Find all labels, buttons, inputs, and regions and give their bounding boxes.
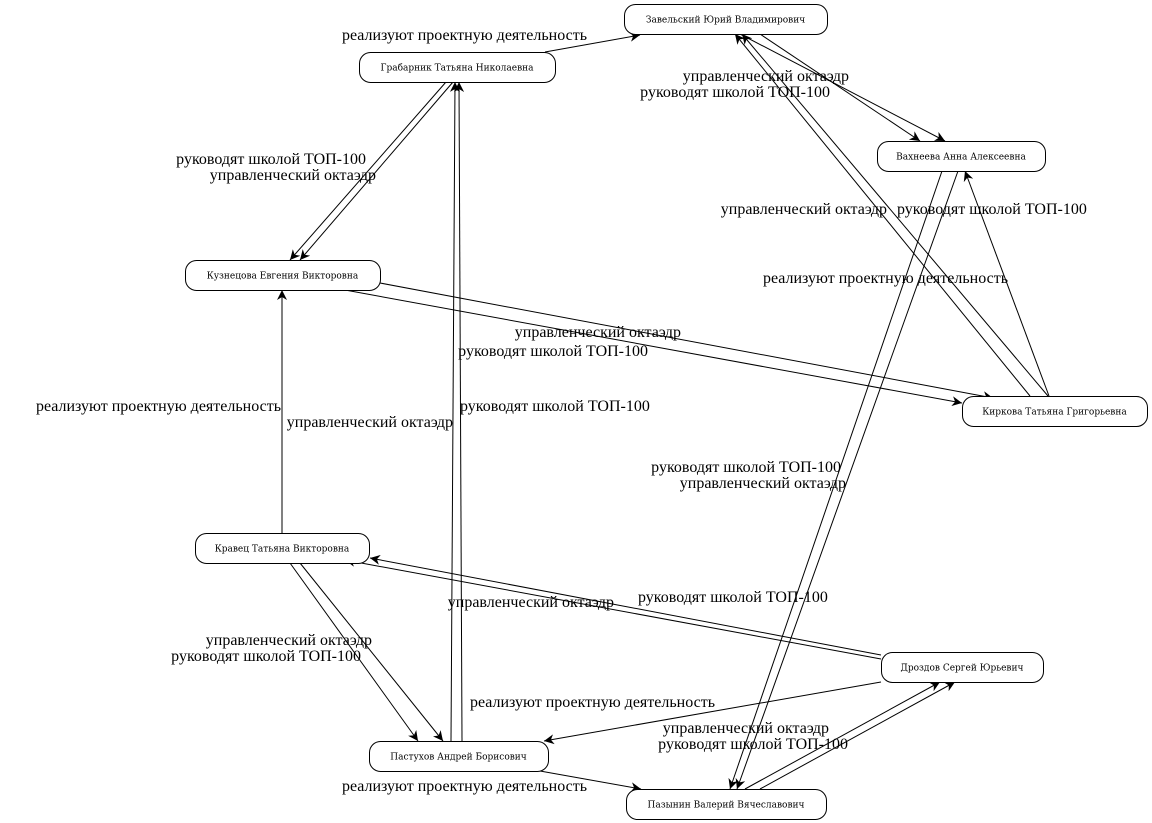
- edge-line: [544, 31, 641, 53]
- edge-line: [539, 770, 642, 793]
- node-kravets[interactable]: Кравец Татьяна Викторовна: [195, 533, 370, 564]
- edge-label: руководят школой ТОП-100: [640, 84, 830, 101]
- edge-line: [289, 562, 419, 742]
- edge-line: [454, 81, 465, 742]
- edge-kuznetsova-to-kirkova: [344, 289, 963, 407]
- edge-kirkova-to-vakhneeva: [963, 170, 1050, 397]
- node-label: Вахнеева Анна Алексеевна: [896, 153, 1026, 163]
- edge-label: управленческий октаэдр: [206, 632, 372, 649]
- node-label: Грабарник Татьяна Николаевна: [381, 63, 535, 74]
- edge-line: [744, 681, 941, 790]
- node-box: [359, 52, 556, 83]
- edge-line: [299, 562, 444, 742]
- edge-pastukhov-to-grabarnik: [449, 81, 460, 742]
- edge-line: [759, 681, 956, 790]
- edge-label: руководят школой ТОП-100: [638, 589, 828, 606]
- edge-drozdov-to-kravets: [344, 556, 882, 660]
- node-pazynin[interactable]: Пазынин Валерий Вячеславович: [626, 789, 827, 820]
- edge-label: управленческий октаэдр: [663, 720, 829, 737]
- edge-line: [739, 33, 946, 142]
- edge-kravets-to-pastukhov: [299, 562, 444, 742]
- edge-pazynin-to-drozdov: [759, 681, 956, 790]
- edge-label: руководят школой ТОП-100: [460, 398, 650, 415]
- edge-line: [289, 81, 447, 261]
- edge-line: [379, 282, 994, 402]
- node-box: [877, 141, 1046, 172]
- edge-label: руководят школой ТОП-100: [171, 648, 361, 665]
- edge-label: руководят школой ТОП-100: [176, 151, 366, 168]
- edge-vakhneeva-to-pazynin: [735, 170, 959, 790]
- edge-label: реализуют проектную деятельность: [342, 778, 587, 795]
- node-box: [626, 789, 827, 820]
- edge-line: [734, 33, 1031, 397]
- node-pastukhov[interactable]: Пастухов Андрей Борисович: [369, 741, 549, 772]
- edge-vakhneeva-to-pazynin: [728, 170, 943, 790]
- node-label: Киркова Татьяна Григорьевна: [982, 408, 1127, 418]
- node-label: Кравец Татьяна Викторовна: [215, 545, 350, 555]
- edge-grabarnik-to-zavelsky: [544, 31, 641, 53]
- node-label: Завельский Юрий Владимирович: [646, 16, 805, 26]
- edge-grabarnik-to-kuznetsova: [289, 81, 447, 261]
- edge-label: управленческий октаэдр: [287, 414, 453, 431]
- edge-label: руководят школой ТОП-100: [458, 343, 648, 360]
- edge-line: [741, 33, 1049, 397]
- edge-labels-layer: реализуют проектную деятельность управлен…: [36, 27, 1087, 795]
- edge-pastukhov-to-grabarnik: [454, 81, 465, 742]
- node-label: Пазынин Валерий Вячеславович: [648, 801, 805, 811]
- edge-drozdov-to-pastukhov: [543, 681, 882, 745]
- edge-line: [344, 289, 963, 407]
- node-box: [962, 396, 1148, 427]
- node-kuznetsova[interactable]: Кузнецова Евгения Викторовна: [185, 260, 381, 291]
- node-box: [624, 4, 828, 35]
- edge-line: [344, 556, 882, 660]
- node-label: Пастухов Андрей Борисович: [390, 753, 527, 763]
- edge-grabarnik-to-kuznetsova: [299, 81, 454, 261]
- edge-label: реализуют проектную деятельность: [342, 27, 587, 44]
- node-drozdov[interactable]: Дроздов Сергей Юрьевич: [881, 652, 1044, 683]
- edge-label: руководят школой ТОП-100: [651, 459, 841, 476]
- edge-kirkova-to-zavelsky: [741, 33, 1049, 397]
- node-vakhneeva[interactable]: Вахнеева Анна Алексеевна: [877, 141, 1046, 172]
- edge-zavelsky-to-vakhneeva: [739, 33, 946, 142]
- edge-drozdov-to-kravets: [369, 554, 882, 656]
- edges-layer: [277, 31, 1050, 793]
- edge-line: [449, 81, 460, 742]
- node-label: Дроздов Сергей Юрьевич: [901, 664, 1024, 674]
- edge-line: [543, 681, 882, 745]
- node-box: [185, 260, 381, 291]
- edge-label: управленческий октаэдр: [515, 324, 681, 341]
- node-label: Кузнецова Евгения Викторовна: [207, 272, 359, 282]
- edge-label: руководят школой ТОП-100: [658, 736, 848, 753]
- edge-line: [299, 81, 454, 261]
- edge-kuznetsova-to-kirkova: [379, 282, 994, 402]
- edge-pazynin-to-drozdov: [744, 681, 941, 790]
- edge-label: реализуют проектную деятельность: [470, 694, 715, 711]
- edge-label: управленческий октаэдр: [680, 475, 846, 492]
- edge-pastukhov-to-pazynin: [539, 770, 642, 793]
- edge-label: управленческий октаэдр: [210, 167, 376, 184]
- node-box: [369, 741, 549, 772]
- edge-line: [728, 170, 943, 790]
- edge-label: реализуют проектную деятельность: [36, 398, 281, 415]
- node-box: [881, 652, 1044, 683]
- node-grabarnik[interactable]: Грабарник Татьяна Николаевна: [359, 52, 556, 83]
- node-box: [195, 533, 370, 564]
- node-zavelsky[interactable]: Завельский Юрий Владимирович: [624, 4, 828, 35]
- edge-label: управленческий октаэдр: [448, 594, 614, 611]
- edge-line: [759, 33, 921, 142]
- edge-line: [735, 170, 959, 790]
- edge-kirkova-to-zavelsky: [734, 33, 1031, 397]
- edge-label: управленческий октаэдр: [683, 68, 849, 85]
- edge-label: управленческий октаэдр: [721, 201, 887, 218]
- edge-label: руководят школой ТОП-100: [897, 201, 1087, 218]
- edge-kravets-to-pastukhov: [289, 562, 419, 742]
- node-kirkova[interactable]: Киркова Татьяна Григорьевна: [962, 396, 1148, 427]
- edge-line: [369, 554, 882, 656]
- edge-line: [963, 170, 1050, 397]
- edge-label: реализуют проектную деятельность: [763, 270, 1008, 287]
- edge-zavelsky-to-vakhneeva: [759, 33, 921, 142]
